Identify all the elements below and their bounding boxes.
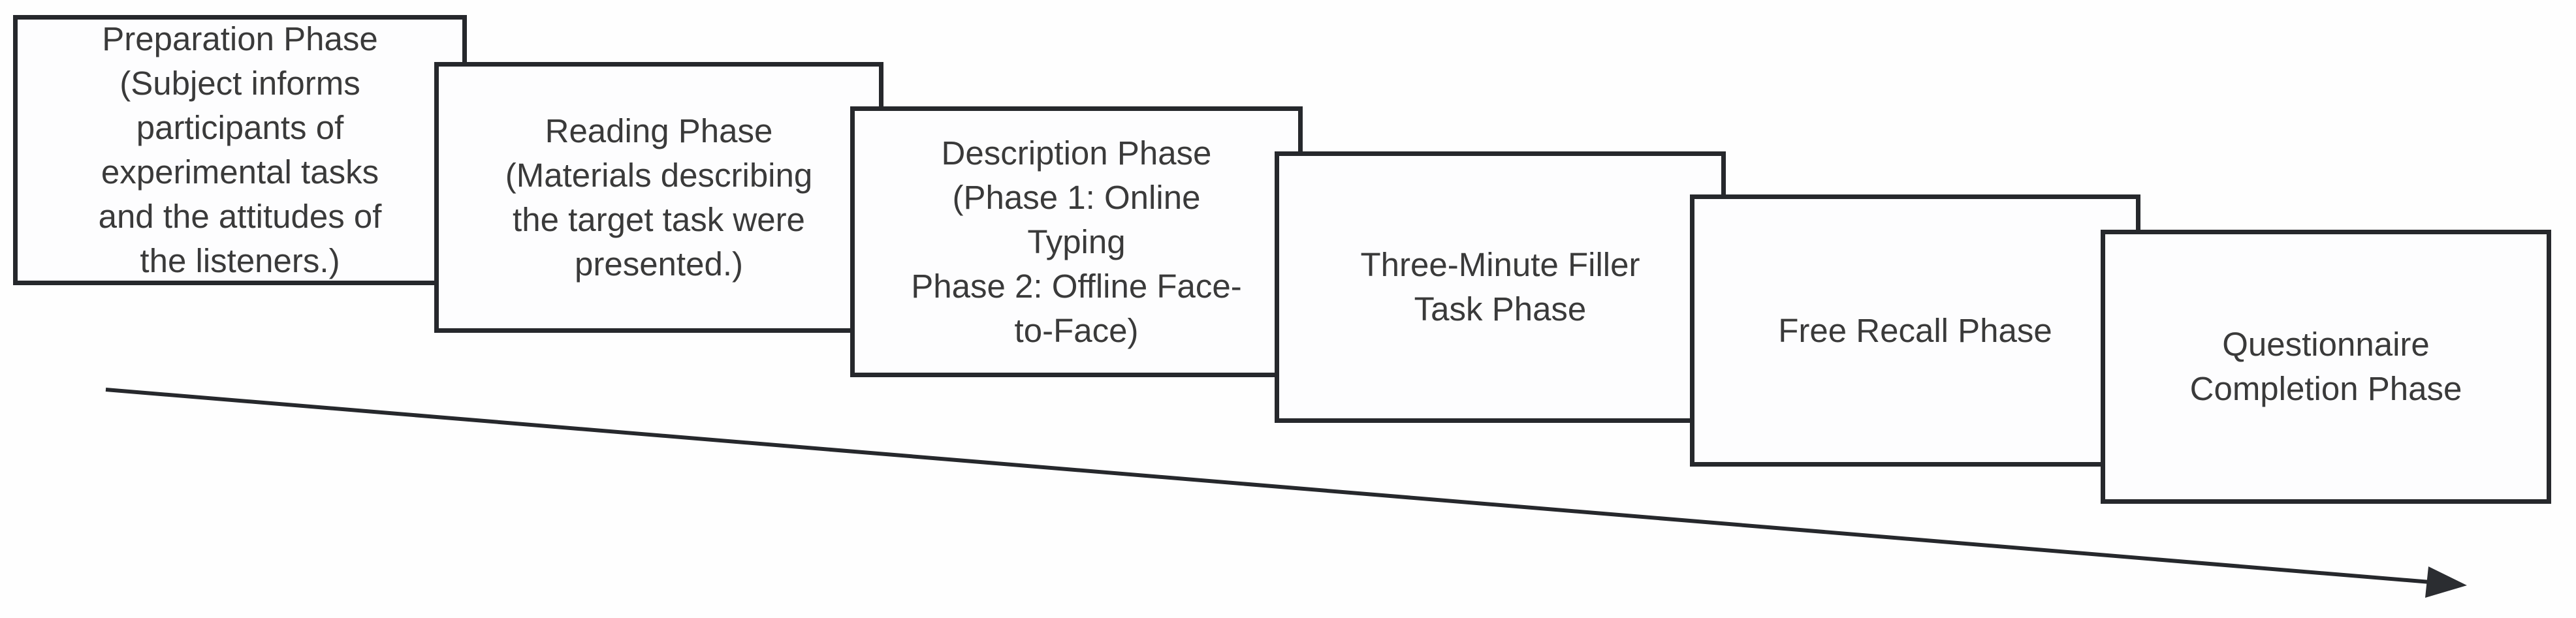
timeline-arrowhead-icon (2425, 566, 2467, 598)
phase-label-reading: Reading Phase (Materials describing the … (505, 112, 813, 283)
phase-box-free-recall: Free Recall Phase (1690, 194, 2140, 467)
phase-box-description: Description Phase (Phase 1: Online Typin… (850, 106, 1303, 377)
phase-label-free-recall: Free Recall Phase (1778, 311, 2052, 349)
timeline-arrow-shaft (105, 388, 2431, 584)
phase-label-preparation: Preparation Phase (Subject informs parti… (98, 20, 382, 279)
phase-label-questionnaire: Questionnaire Completion Phase (2189, 326, 2462, 407)
phase-box-preparation: Preparation Phase (Subject informs parti… (13, 15, 467, 285)
phase-box-filler-task: Three-Minute Filler Task Phase (1275, 151, 1726, 423)
phase-box-reading: Reading Phase (Materials describing the … (434, 62, 883, 333)
phase-label-description: Description Phase (Phase 1: Online Typin… (911, 134, 1242, 349)
phase-label-filler-task: Three-Minute Filler Task Phase (1360, 246, 1640, 328)
phase-box-questionnaire: Questionnaire Completion Phase (2101, 230, 2551, 504)
